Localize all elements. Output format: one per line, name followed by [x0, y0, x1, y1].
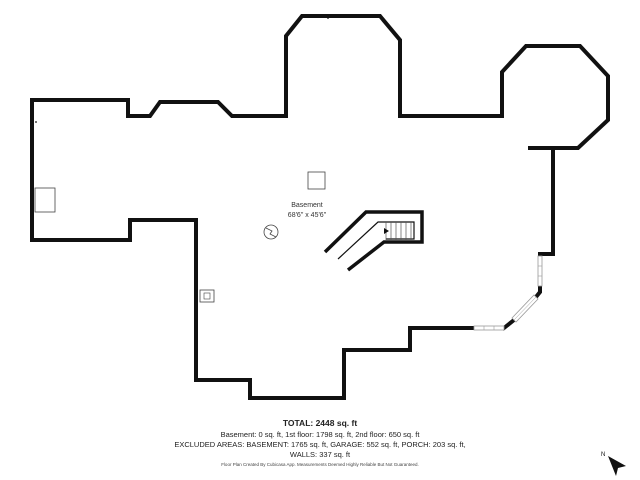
wall-marker: [35, 121, 37, 123]
water-heater-icon: [263, 224, 279, 240]
wall-marker: [327, 17, 329, 19]
compass-icon: N: [601, 452, 626, 476]
stairs-icon: [323, 210, 424, 272]
exterior-wall: [30, 14, 610, 150]
exterior-wall: [533, 284, 542, 300]
window-bay-diagonal: [511, 294, 539, 323]
utility-box-icon: [34, 187, 56, 213]
total-area-label: TOTAL: 2448 sq. ft: [282, 418, 358, 428]
credit-disclaimer: Floor Plan Created By Cubicasa App. Meas…: [221, 462, 419, 467]
window-bay-side: [537, 255, 543, 287]
floor-areas-line: Basement: 0 sq. ft, 1st floor: 1798 sq. …: [220, 430, 420, 439]
compass-arrow: [608, 456, 626, 476]
room-dimensions-label: 68'6" x 45'6": [288, 212, 327, 219]
walls-area-line: WALLS: 337 sq. ft: [289, 450, 351, 459]
window-bay-lower: [473, 325, 505, 331]
compass-north-label: N: [601, 452, 605, 458]
skylight-square-icon: [307, 171, 326, 190]
floor-drain-icon: [199, 289, 215, 303]
excluded-areas-line: EXCLUDED AREAS: BASEMENT: 1765 sq. ft, G…: [174, 440, 466, 449]
exterior-wall: [30, 98, 476, 400]
exterior-wall: [501, 317, 517, 331]
room-name-label: Basement: [291, 202, 323, 209]
